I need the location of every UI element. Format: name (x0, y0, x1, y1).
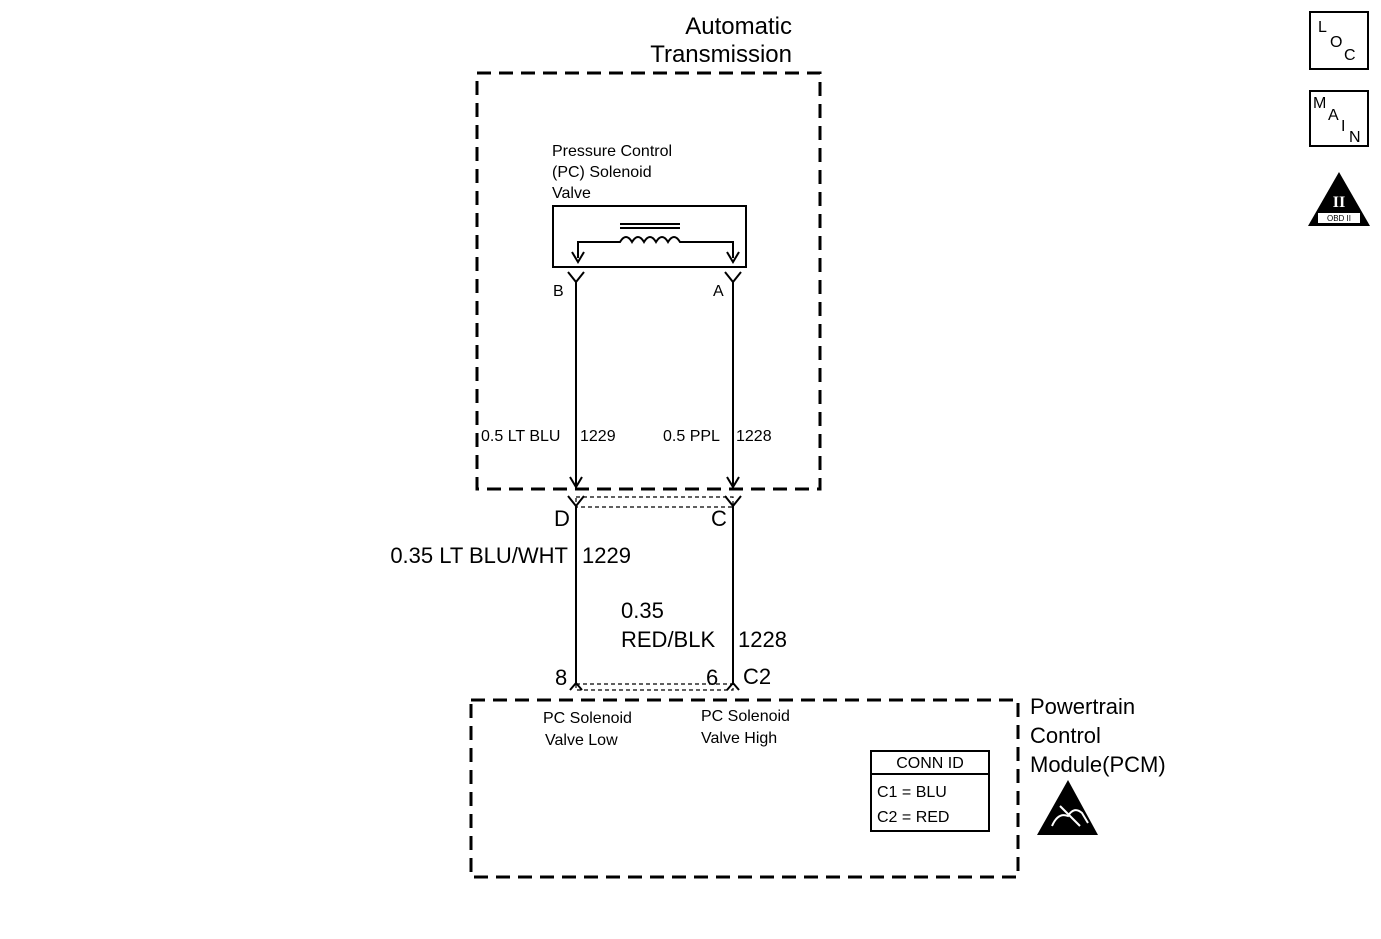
wire-1228-arrow-icon (726, 476, 740, 489)
esd-hand-icon (1051, 809, 1089, 827)
wire-1228-outer-circuit: 1228 (738, 627, 787, 652)
terminal-d-icon (567, 495, 585, 508)
terminal-6-icon (726, 681, 740, 691)
pcm-connector-c2 (569, 681, 740, 691)
wire-1228-outer-label-line1: 0.35 (621, 598, 664, 623)
obd-triangle-icon (1308, 172, 1370, 226)
pcm-dashed-box (469, 698, 1020, 879)
loc-letter-o: O (1330, 34, 1342, 51)
pcm-low-label-line2: Valve Low (545, 732, 618, 749)
connector-c2-label: C2 (743, 664, 771, 689)
internal-arrow-a-icon (726, 251, 740, 264)
pin-6-label: 6 (706, 665, 718, 690)
solenoid-label-line2: (PC) Solenoid (552, 164, 652, 181)
wire-1229-inner-circuit: 1229 (580, 428, 616, 445)
main-letter-a: A (1328, 107, 1339, 124)
esd-triangle (1037, 780, 1098, 835)
obd-label: OBD II (1327, 214, 1351, 223)
conn-id-table: CONN ID C1 = BLU C2 = RED (870, 750, 990, 832)
wire-1229-inner-label: 0.5 LT BLU (481, 428, 560, 445)
main-button-frame (1309, 90, 1369, 147)
pcm-high-label-line1: PC Solenoid (701, 708, 790, 725)
wire-1229[interactable] (569, 282, 583, 684)
loc-letter-l: L (1318, 19, 1327, 36)
inline-connector-outline (575, 496, 734, 508)
obd-roman-numeral: II (1333, 194, 1345, 211)
main-letter-n: N (1349, 129, 1361, 146)
pcm-title-line1: Powertrain (1030, 694, 1135, 719)
terminal-8-icon (569, 681, 583, 691)
obd-label-plate (1318, 213, 1360, 223)
main-letter-i: I (1341, 118, 1345, 135)
wire-1228-inner-circuit: 1228 (736, 428, 772, 445)
pin-a-label: A (713, 283, 724, 300)
pcm-title-line2: Control (1030, 723, 1101, 748)
wire-1229-arrow-icon (569, 476, 583, 489)
pcm-enclosure (469, 698, 1020, 879)
terminal-c-icon (724, 495, 742, 508)
conn-id-c2: C2 = RED (877, 809, 949, 826)
wire-1228-outer-label-line2: RED/BLK (621, 627, 715, 652)
transmission-dashed-box (475, 71, 822, 491)
loc-button[interactable]: L O C (1309, 11, 1369, 70)
conn-id-box (870, 750, 990, 832)
solenoid-label-line3: Valve (552, 185, 591, 202)
loc-letter-c: C (1344, 47, 1356, 64)
esd-slash (1059, 805, 1081, 827)
coil-icon (577, 236, 734, 258)
pcm-connector-outline (575, 683, 734, 691)
terminal-a-icon (724, 271, 742, 284)
pin-d-label: D (554, 506, 570, 531)
conn-id-header: CONN ID (896, 755, 964, 772)
wire-1229-outer-label: 0.35 LT BLU/WHT (390, 543, 568, 568)
pin-8-label: 8 (555, 665, 567, 690)
main-letter-m: M (1313, 95, 1326, 112)
transmission-title-line2: Transmission (650, 41, 792, 68)
pin-b-label: B (553, 283, 564, 300)
loc-button-frame (1309, 11, 1369, 70)
obd-ii-button[interactable]: II OBD II (1308, 172, 1370, 226)
pcm-low-label-line1: PC Solenoid (543, 710, 632, 727)
conn-id-c1: C1 = BLU (877, 784, 947, 801)
terminal-b-icon (567, 271, 585, 284)
transmission-enclosure: Automatic Transmission (475, 13, 822, 491)
wire-1228-inner-label: 0.5 PPL (663, 428, 720, 445)
inline-connector-dc (567, 495, 742, 508)
main-button[interactable]: M A I N (1309, 90, 1369, 147)
pc-solenoid-valve[interactable]: Pressure Control (PC) Solenoid Valve (552, 143, 747, 268)
transmission-title-line1: Automatic (685, 13, 792, 40)
wire-1228[interactable] (726, 282, 740, 684)
esd-warning-icon (1037, 780, 1098, 835)
wire-1229-outer-circuit: 1229 (582, 543, 631, 568)
pin-c-label: C (711, 506, 727, 531)
pcm-title-line3: Module(PCM) (1030, 752, 1166, 777)
solenoid-label-line1: Pressure Control (552, 143, 672, 160)
pcm-high-label-line2: Valve High (701, 730, 777, 747)
internal-arrow-b-icon (571, 251, 585, 264)
